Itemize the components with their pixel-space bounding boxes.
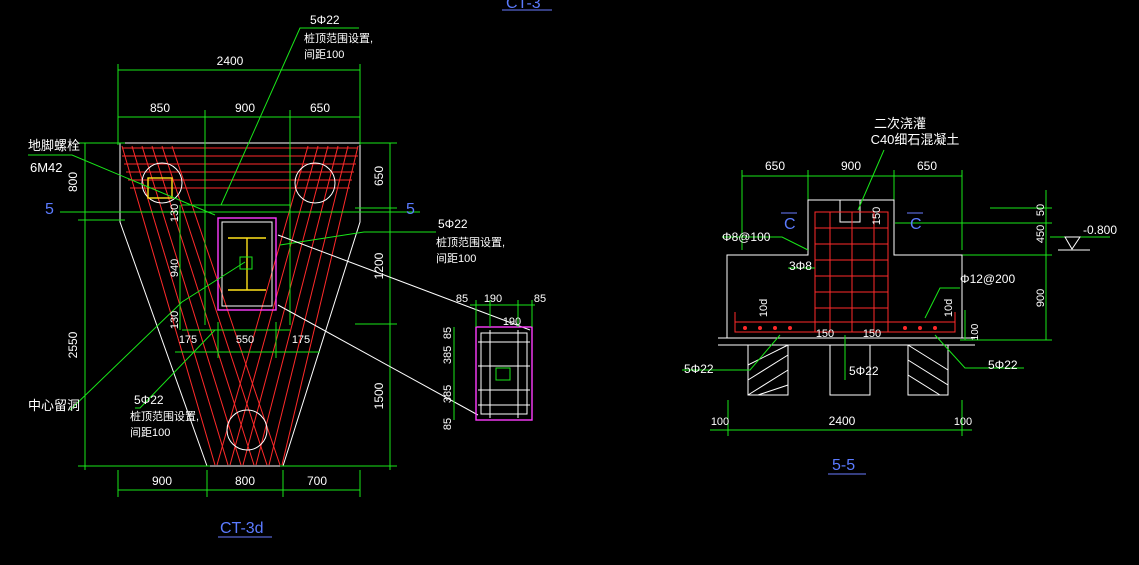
section-right-dim-3: 900 bbox=[1035, 289, 1047, 307]
section-top-dim-2: 900 bbox=[841, 159, 861, 173]
rebar-top-spec: 5Φ22 bbox=[310, 13, 340, 27]
elevation-value: -0.800 bbox=[1083, 223, 1117, 237]
plan-vertical-inner-2: 940 bbox=[169, 259, 181, 277]
bottom-rebar-dots bbox=[743, 326, 937, 330]
plan-top-seg-1: 850 bbox=[150, 101, 170, 115]
plan-bottom-seg-2: 800 bbox=[235, 474, 255, 488]
section-view bbox=[682, 149, 1110, 436]
rebar-right-line2: 间距100 bbox=[436, 252, 476, 265]
rebar-right-line1: 桩顶范围设置, bbox=[436, 235, 505, 249]
detail-left-dim-2: 385 bbox=[442, 346, 454, 364]
rebar-top-line1: 桩顶范围设置, bbox=[304, 31, 373, 45]
detail-pedestal-inner bbox=[480, 332, 528, 415]
rebar-right-spec: 5Φ22 bbox=[438, 217, 468, 231]
pedestal-detail bbox=[277, 234, 535, 421]
elevation-triangle bbox=[1064, 236, 1081, 250]
column-pedestal bbox=[217, 217, 277, 311]
pile-circle-top-right bbox=[294, 162, 336, 204]
plan-right-dim-1: 650 bbox=[372, 166, 386, 186]
section-top-dim-3: 650 bbox=[917, 159, 937, 173]
section-bottom-side-2: 100 bbox=[954, 416, 972, 428]
section-dim-150-c: 150 bbox=[871, 207, 883, 225]
section-title: 5-5 bbox=[832, 457, 855, 474]
detail-top-dim-2: 190 bbox=[484, 293, 502, 305]
detail-inner-dim: 190 bbox=[503, 316, 521, 328]
section-bar-left: 5Φ22 bbox=[684, 362, 714, 376]
detail-left-dim-1: 85 bbox=[442, 327, 454, 339]
center-hole bbox=[239, 256, 253, 270]
plan-title: CT-3d bbox=[220, 520, 264, 537]
plan-right-dim-3: 1500 bbox=[372, 382, 386, 409]
plan-inner-dim-2: 550 bbox=[236, 334, 254, 346]
plan-dimension-lines bbox=[78, 64, 397, 497]
pour-label-1: 二次浇灌 bbox=[874, 116, 926, 131]
grout-pocket bbox=[839, 200, 861, 223]
plan-bottom-seg-1: 900 bbox=[152, 474, 172, 488]
detail-top-dim-3: 85 bbox=[534, 293, 546, 305]
plan-left-dim-1: 800 bbox=[66, 172, 80, 192]
stirrup-spec: Φ8@100 bbox=[722, 230, 771, 244]
anchor-bolt-label: 地脚螺栓 bbox=[28, 138, 80, 153]
rebar-bottom-spec: 5Φ22 bbox=[134, 393, 164, 407]
rebar-bottom-line2: 间距100 bbox=[130, 426, 170, 439]
section-bar-middle: 5Φ22 bbox=[849, 364, 879, 378]
plan-left-dim-2: 2550 bbox=[66, 331, 80, 358]
center-hole-label: 中心留洞 bbox=[28, 398, 80, 413]
section-top-dim-1: 650 bbox=[765, 159, 785, 173]
plan-vertical-inner-3: 130 bbox=[169, 311, 181, 329]
section-mark-left: 5 bbox=[45, 201, 54, 218]
section-mark-c-left: C bbox=[784, 216, 796, 233]
detail-left-dim-4: 85 bbox=[442, 418, 454, 430]
distribution-bar-spec: Φ12@200 bbox=[960, 272, 1015, 286]
plan-top-total-dim: 2400 bbox=[217, 54, 244, 68]
pile-left bbox=[747, 344, 789, 396]
section-bottom-side-1: 100 bbox=[711, 416, 729, 428]
section-bar-right: 5Φ22 bbox=[988, 358, 1018, 372]
pile-right bbox=[907, 344, 949, 396]
section-mark-right: 5 bbox=[406, 201, 415, 218]
pile-circle-bottom bbox=[226, 409, 268, 451]
pile-circle-top-left bbox=[141, 162, 183, 204]
pedestal-inner bbox=[221, 221, 273, 307]
section-right-dim-2: 450 bbox=[1035, 225, 1047, 243]
pour-label-2: C40细石混凝土 bbox=[871, 132, 960, 147]
plan-inner-dim-3: 175 bbox=[292, 334, 310, 346]
plan-leaders bbox=[28, 27, 436, 411]
section-dim-150-a: 150 bbox=[816, 328, 834, 340]
rebar-top-line2: 间距100 bbox=[304, 48, 344, 61]
plan-bottom-seg-3: 700 bbox=[307, 474, 327, 488]
anchor-plate bbox=[147, 177, 173, 199]
section-dim-100: 100 bbox=[970, 323, 981, 340]
detail-top-dim-1: 85 bbox=[456, 293, 468, 305]
rebar-bottom-line1: 桩顶范围设置, bbox=[130, 409, 199, 423]
detail-left-dim-3: 385 bbox=[442, 385, 454, 403]
anchor-bolt-spec: 6M42 bbox=[30, 160, 63, 175]
tie-spec: 3Φ8 bbox=[789, 259, 812, 273]
plan-top-seg-2: 900 bbox=[235, 101, 255, 115]
steel-column-section bbox=[228, 237, 266, 291]
detail-pedestal-outline bbox=[475, 326, 533, 421]
section-dim-10d-a: 10d bbox=[758, 299, 770, 317]
plan-top-seg-3: 650 bbox=[310, 101, 330, 115]
plan-right-dim-2: 1200 bbox=[372, 252, 386, 279]
section-dim-150-b: 150 bbox=[863, 328, 881, 340]
section-bottom-total: 2400 bbox=[829, 414, 856, 428]
section-mark-c-right: C bbox=[910, 216, 922, 233]
plan-inner-dim-1: 175 bbox=[179, 334, 197, 346]
section-pile-cap-outline bbox=[726, 199, 963, 338]
section-right-dim-1: 50 bbox=[1035, 204, 1047, 216]
detail-grid-crosses bbox=[478, 330, 530, 418]
top-drawing-title: CT-3 bbox=[506, 0, 541, 12]
detail-center-hole bbox=[495, 367, 511, 381]
section-dim-10d-b: 10d bbox=[943, 299, 955, 317]
plan-view bbox=[28, 27, 436, 497]
pile-middle bbox=[829, 344, 871, 396]
plan-vertical-inner-1: 130 bbox=[169, 204, 181, 222]
pedestal-stirrups bbox=[815, 212, 888, 332]
